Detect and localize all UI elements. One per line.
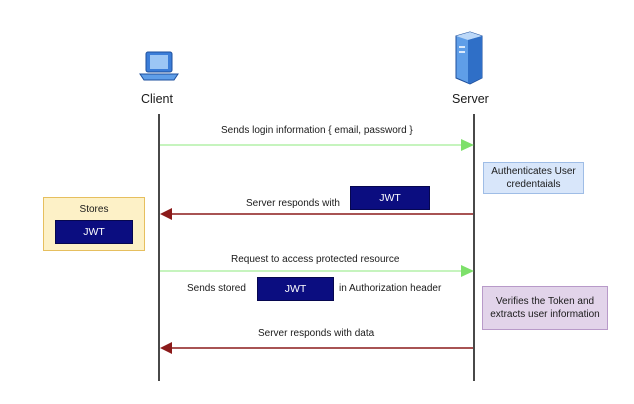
- message-jwt-response-label: Server responds with: [246, 198, 340, 209]
- message-login-label: Sends login information { email, passwor…: [221, 125, 413, 136]
- jwt-token-stored: JWT: [55, 220, 133, 244]
- laptop-icon: [139, 51, 179, 81]
- authenticates-note-line1: Authenticates User: [491, 166, 576, 177]
- arrow-jwt-response: [160, 208, 473, 220]
- message-protected-request-label: Request to access protected resource: [231, 254, 400, 265]
- message-data-response-label: Server responds with data: [258, 328, 375, 339]
- message-authorization-header-label: in Authorization header: [339, 283, 442, 294]
- jwt-token-response: JWT: [350, 186, 430, 210]
- authenticates-note: Authenticates User credentaials: [483, 162, 584, 194]
- server-label: Server: [452, 92, 489, 106]
- server-tower-icon: [455, 31, 483, 85]
- arrow-protected-request: [160, 265, 474, 277]
- stores-note-title: Stores: [79, 204, 109, 215]
- authenticates-note-line2: credentaials: [506, 179, 561, 190]
- verifies-note: Verifies the Token and extracts user inf…: [482, 286, 608, 330]
- stores-note: Stores JWT: [43, 197, 145, 251]
- arrow-login-request: [160, 139, 474, 151]
- verifies-note-line1: Verifies the Token and: [495, 296, 595, 307]
- message-sends-stored-label: Sends stored: [187, 283, 246, 294]
- client-label: Client: [141, 92, 173, 106]
- arrow-data-response: [160, 342, 473, 354]
- jwt-token-authorization: JWT: [257, 277, 334, 301]
- verifies-note-line2: extracts user information: [490, 309, 600, 320]
